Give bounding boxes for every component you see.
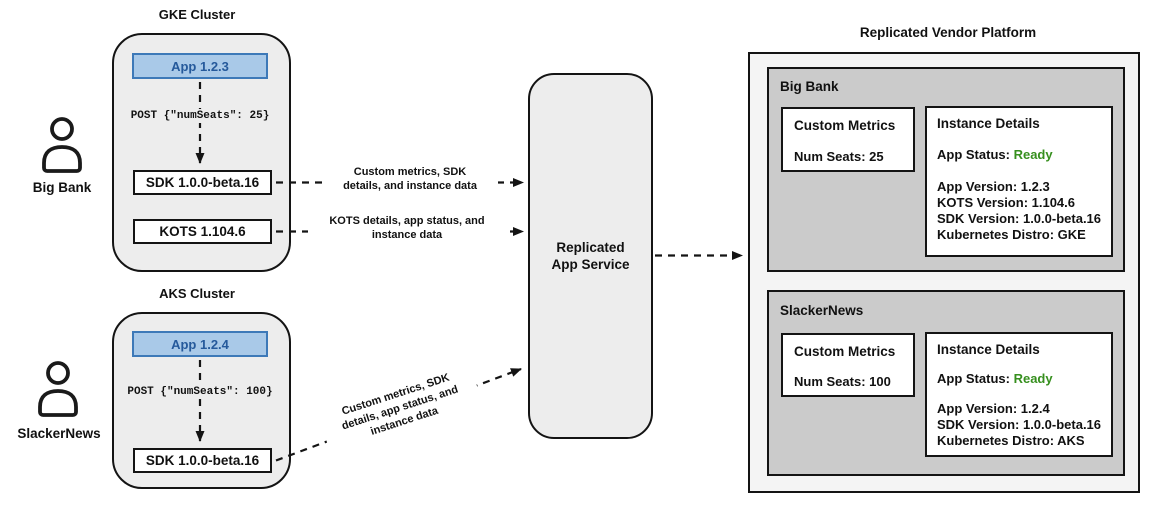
gke-sdk-arrow-label-line1: Custom metrics, SDK [353,166,467,178]
slackernews-instance-details-title: Instance Details [937,342,1040,357]
slackernews-user-label: SlackerNews [17,426,101,441]
gke-sdk-arrow-label: Custom metrics, SDK details, and instanc… [322,165,498,193]
slackernews-custom-metrics-panel: Custom Metrics Num Seats: 100 [781,333,915,397]
slackernews-section-name: SlackerNews [780,303,864,318]
slackernews-detail-line: App Version: 1.2.4 [937,401,1050,416]
big-bank-app-status: App Status: Ready [937,147,1053,162]
gke-post-request-label: POST {"numSeats": 25} [118,109,282,123]
slackernews-num-seats: Num Seats: 100 [794,374,891,389]
big-bank-user-icon [42,117,82,173]
gke-app-box: App 1.2.3 [132,53,268,79]
slackernews-app-status: App Status: Ready [937,371,1053,386]
slackernews-detail-line: Kubernetes Distro: AKS [937,433,1085,448]
big-bank-detail-line: App Version: 1.2.3 [937,179,1050,194]
big-bank-num-seats: Num Seats: 25 [794,149,884,164]
big-bank-detail-line: KOTS Version: 1.104.6 [937,195,1076,210]
aks-cluster-title: AKS Cluster [159,286,235,301]
gke-kots-arrow-label-line1: KOTS details, app status, and [329,215,485,227]
aks-post-request-label: POST {"numSeats": 100} [114,385,286,399]
replicated-app-service-box: Replicated App Service [528,73,653,439]
aks-sdk-box: SDK 1.0.0-beta.16 [133,448,272,473]
gke-kots-box: KOTS 1.104.6 [133,219,272,244]
slackernews-custom-metrics-title: Custom Metrics [794,344,896,359]
aks-sdk-arrow-label: Custom metrics, SDK details, app status,… [317,363,483,453]
gke-cluster-title: GKE Cluster [158,7,236,22]
aks-app-box: App 1.2.4 [132,331,268,357]
big-bank-user-label: Big Bank [32,180,92,195]
gke-kots-arrow-label: KOTS details, app status, and instance d… [308,214,506,242]
slackernews-app-status-value: Ready [1013,371,1053,386]
big-bank-detail-line: SDK Version: 1.0.0-beta.16 [937,211,1102,226]
slackernews-detail-line: SDK Version: 1.0.0-beta.16 [937,417,1102,432]
service-title-line1: Replicated [556,240,625,255]
platform-section-slackernews: SlackerNews Custom Metrics Num Seats: 10… [767,290,1125,476]
big-bank-app-status-value: Ready [1013,147,1053,162]
big-bank-instance-details-title: Instance Details [937,116,1040,131]
big-bank-detail-line: Kubernetes Distro: GKE [937,227,1086,242]
gke-sdk-box: SDK 1.0.0-beta.16 [133,170,272,195]
slackernews-app-status-label: App Status: [937,371,1010,386]
gke-kots-arrow-label-line2: instance data [371,229,443,241]
big-bank-custom-metrics-title: Custom Metrics [794,118,896,133]
slackernews-detail-lines: App Version: 1.2.4 SDK Version: 1.0.0-be… [937,401,1101,449]
slackernews-instance-details-panel: Instance Details App Status: Ready App V… [925,332,1113,457]
big-bank-instance-details-panel: Instance Details App Status: Ready App V… [925,106,1113,257]
platform-section-big-bank: Big Bank Custom Metrics Num Seats: 25 In… [767,67,1125,272]
big-bank-detail-lines: App Version: 1.2.3 KOTS Version: 1.104.6… [937,179,1101,243]
big-bank-section-name: Big Bank [780,79,839,94]
slackernews-user-icon [38,361,78,417]
platform-title: Replicated Vendor Platform [859,25,1037,40]
gke-sdk-arrow-label-line2: details, and instance data [343,180,477,192]
big-bank-app-status-label: App Status: [937,147,1010,162]
big-bank-custom-metrics-panel: Custom Metrics Num Seats: 25 [781,107,915,172]
service-title-line2: App Service [551,257,630,272]
